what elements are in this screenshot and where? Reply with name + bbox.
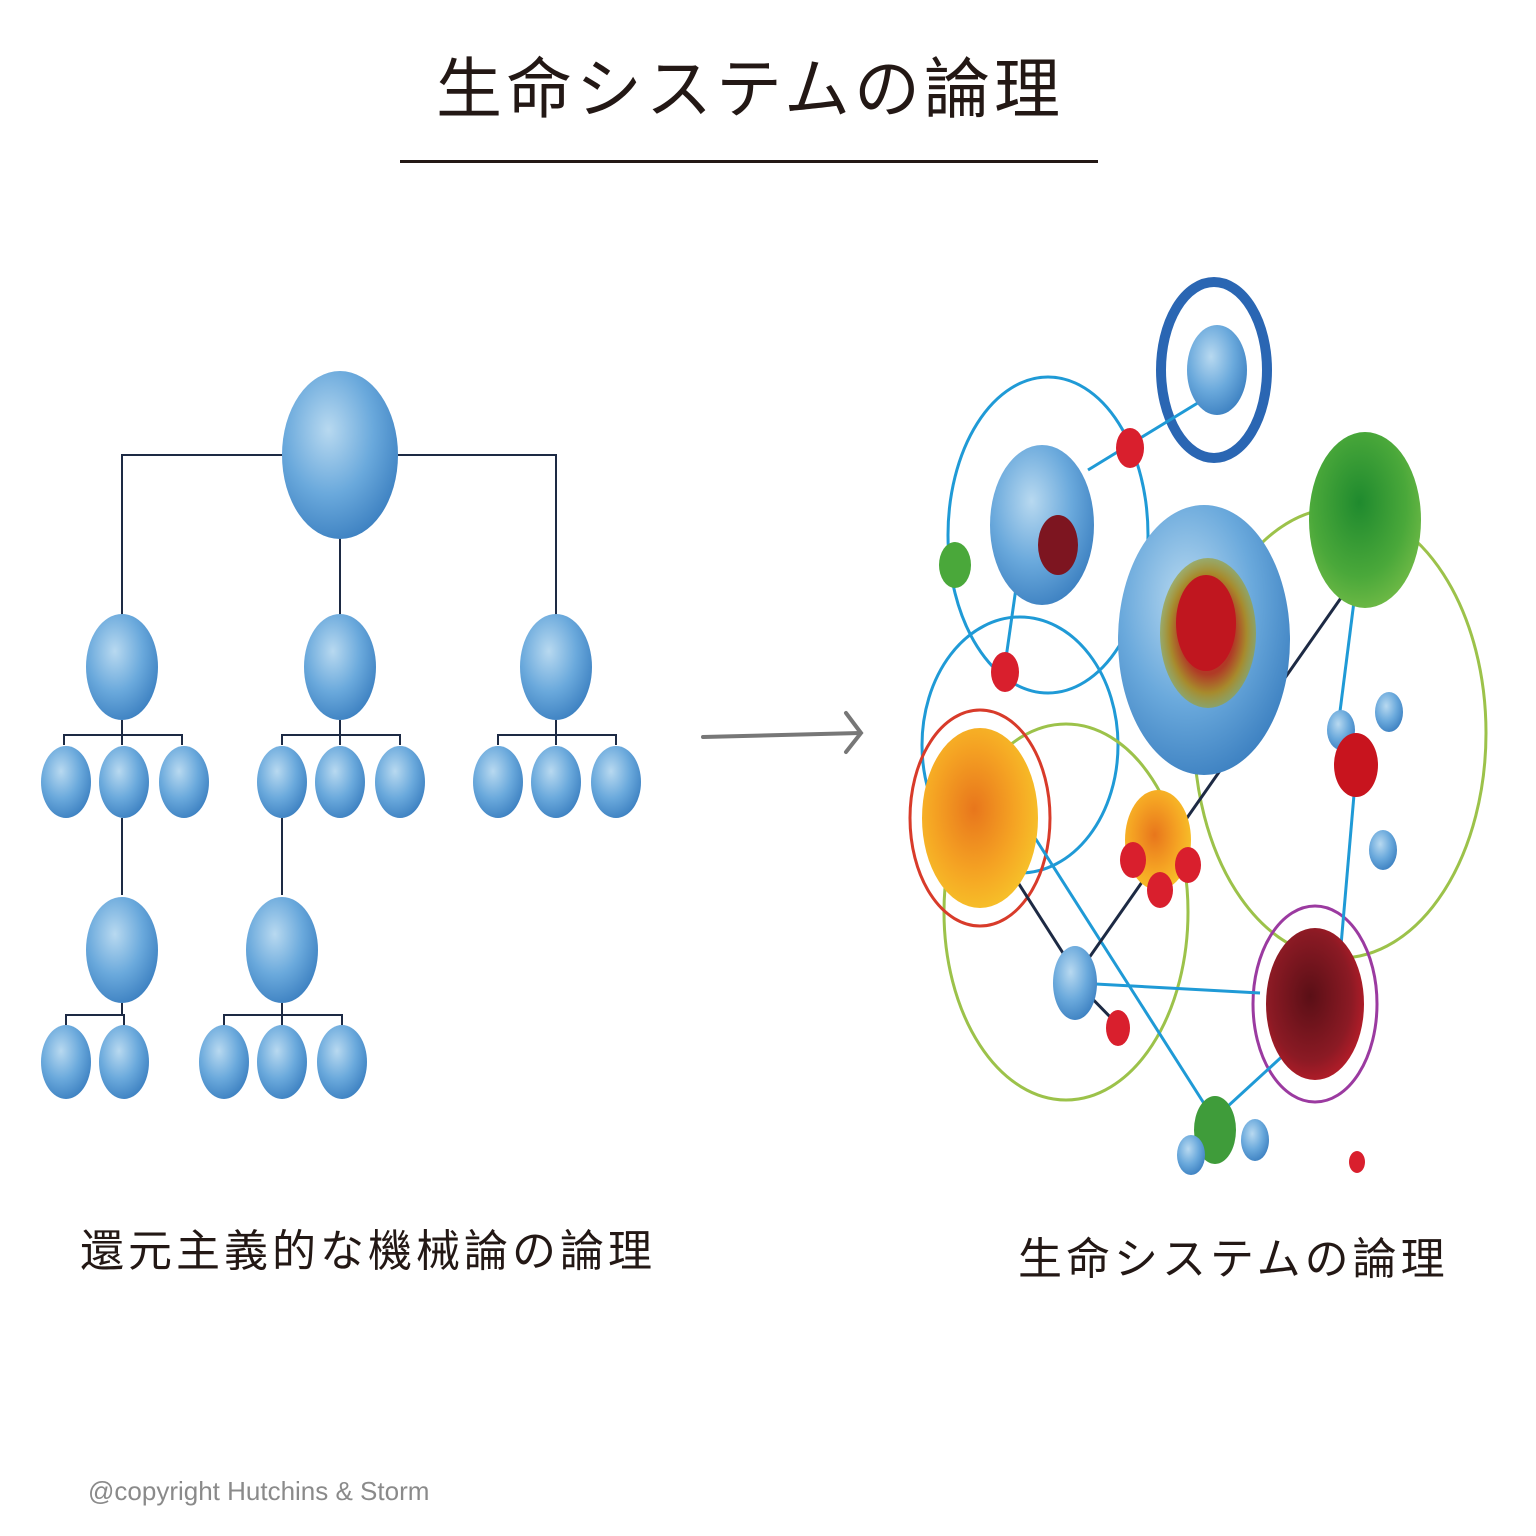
- tree-node: [315, 746, 365, 818]
- page-title: 生命システムの論理: [435, 51, 1065, 128]
- node-yellow-large: [922, 728, 1038, 908]
- tree-node-root: [282, 371, 398, 539]
- tree-node: [41, 1025, 91, 1099]
- copyright-notice: @copyright Hutchins & Storm: [88, 1476, 430, 1506]
- node-green: [939, 542, 971, 588]
- link: [1028, 829, 1207, 1106]
- node-red: [1106, 1010, 1130, 1046]
- tree-node: [41, 746, 91, 818]
- node-blue-small: [1369, 830, 1397, 870]
- tree-node: [99, 746, 149, 818]
- ring-blue-thick: [1156, 277, 1272, 463]
- tree-connector: [63, 720, 183, 745]
- node-red: [1147, 872, 1173, 908]
- node-blue: [1187, 325, 1247, 415]
- ring-red: [908, 708, 1052, 928]
- link: [1075, 574, 1359, 976]
- arrow-shaft: [701, 731, 862, 739]
- tree-connector: [497, 720, 617, 745]
- node-red: [1175, 847, 1201, 883]
- node-red-core: [1176, 575, 1236, 671]
- node-blue-small: [1053, 946, 1097, 1020]
- link: [1076, 981, 1261, 995]
- network-nodes: [922, 325, 1421, 1175]
- hierarchy-tree: [63, 454, 617, 1025]
- node-dark-red-core: [1038, 515, 1078, 575]
- tree-node: [246, 897, 318, 1003]
- arrow-head: [844, 711, 864, 754]
- tree-node: [531, 746, 581, 818]
- tree-node: [159, 746, 209, 818]
- tree-nodes: [41, 371, 641, 1099]
- tree-node: [591, 746, 641, 818]
- node-red: [991, 652, 1019, 692]
- transition-arrow: [701, 711, 864, 754]
- title-underline: [400, 160, 1098, 163]
- tree-connector: [65, 1003, 125, 1025]
- node-dark-red-large: [1266, 928, 1364, 1080]
- tree-connector: [223, 1003, 343, 1025]
- tree-node: [317, 1025, 367, 1099]
- node-green: [1194, 1096, 1236, 1164]
- node-blue-small: [1177, 1135, 1205, 1175]
- node-blue-small: [1241, 1119, 1269, 1161]
- caption-mechanistic: 還元主義的な機械論の論理: [80, 1226, 656, 1277]
- tree-node: [520, 614, 592, 720]
- node-blue-small: [1375, 692, 1403, 732]
- tree-node: [375, 746, 425, 818]
- node-red: [1334, 733, 1378, 797]
- tree-node: [199, 1025, 249, 1099]
- ring-purple: [1251, 904, 1379, 1104]
- caption-living-system: 生命システムの論理: [1018, 1234, 1449, 1285]
- tree-connector: [281, 720, 401, 745]
- tree-node: [257, 746, 307, 818]
- tree-node: [473, 746, 523, 818]
- node-red: [1116, 428, 1144, 468]
- ring-blue: [946, 375, 1150, 695]
- tree-node: [86, 614, 158, 720]
- node-green-large: [1309, 432, 1421, 608]
- tree-node: [304, 614, 376, 720]
- node-red: [1120, 842, 1146, 878]
- node-red: [1349, 1151, 1365, 1173]
- tree-node: [86, 897, 158, 1003]
- tree-node: [257, 1025, 307, 1099]
- tree-node: [99, 1025, 149, 1099]
- tree-connector: [121, 454, 557, 615]
- node-blue: [990, 445, 1094, 605]
